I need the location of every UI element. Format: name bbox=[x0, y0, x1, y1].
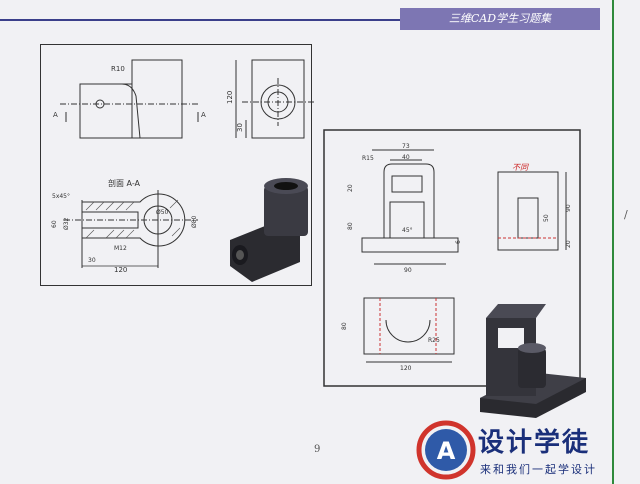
dim-chamfer: 5x45° bbox=[52, 193, 70, 200]
dim-90: 90 bbox=[404, 267, 412, 274]
section-title: 剖面 A-A bbox=[108, 178, 141, 188]
logo-sub-text: 来和我们一起学设计 bbox=[480, 463, 597, 476]
section-hatching bbox=[85, 199, 181, 239]
page-number: 9 bbox=[314, 444, 321, 455]
brand-logo: A 设计学徒 来和我们一起学设计 bbox=[416, 418, 626, 482]
right-exercise-panel bbox=[323, 129, 581, 387]
right-front-view bbox=[361, 149, 459, 265]
dim-phi50: Ø50 bbox=[156, 209, 169, 216]
dim-r25: R25 bbox=[428, 337, 440, 344]
logo-main-text: 设计学徒 bbox=[478, 428, 591, 458]
left-section-view bbox=[64, 190, 198, 268]
dim-120b: 120 bbox=[114, 266, 127, 274]
page-header-title: 三维CAD学生习题集 bbox=[400, 8, 600, 30]
dim-side-20: 20 bbox=[565, 240, 572, 248]
right-top-view bbox=[363, 297, 455, 363]
cut-label-right: A bbox=[201, 111, 206, 119]
dim-m12: M12 bbox=[114, 245, 127, 252]
dim-73: 73 bbox=[402, 143, 410, 150]
dim-30: 30 bbox=[236, 123, 244, 132]
right-3d-model bbox=[480, 304, 586, 418]
dim-6: 6 bbox=[455, 240, 462, 244]
dim-top-80: 80 bbox=[341, 322, 348, 330]
dim-30b: 30 bbox=[88, 257, 96, 264]
left-side-view bbox=[235, 59, 314, 139]
dim-phi80: Ø80 bbox=[191, 215, 198, 228]
dim-40: 40 bbox=[402, 154, 410, 161]
header-rule bbox=[0, 19, 400, 21]
dim-60: 60 bbox=[51, 220, 58, 228]
handwritten-note: 不同 bbox=[512, 163, 529, 172]
logo-mark-letter: A bbox=[437, 437, 456, 465]
dim-20: 20 bbox=[347, 184, 354, 192]
logo-mark-icon: A bbox=[416, 420, 476, 480]
edge-mark: / bbox=[624, 208, 628, 221]
dim-height-120: 120 bbox=[226, 91, 234, 104]
right-side-view bbox=[497, 171, 567, 251]
dim-45deg: 45° bbox=[402, 227, 413, 234]
dim-side-50: 50 bbox=[543, 214, 550, 222]
margin-line bbox=[612, 0, 614, 484]
left-front-view bbox=[60, 59, 200, 139]
dim-radius: R10 bbox=[111, 65, 125, 73]
left-exercise-panel bbox=[40, 44, 312, 286]
cut-label-left: A bbox=[53, 111, 58, 119]
dim-side-90: 90 bbox=[565, 204, 572, 212]
dim-r15: R15 bbox=[362, 155, 374, 162]
dim-top-120: 120 bbox=[400, 365, 412, 372]
left-3d-model bbox=[230, 178, 308, 282]
dim-80: 80 bbox=[347, 222, 354, 230]
dim-phi32: Ø32 bbox=[63, 217, 70, 230]
